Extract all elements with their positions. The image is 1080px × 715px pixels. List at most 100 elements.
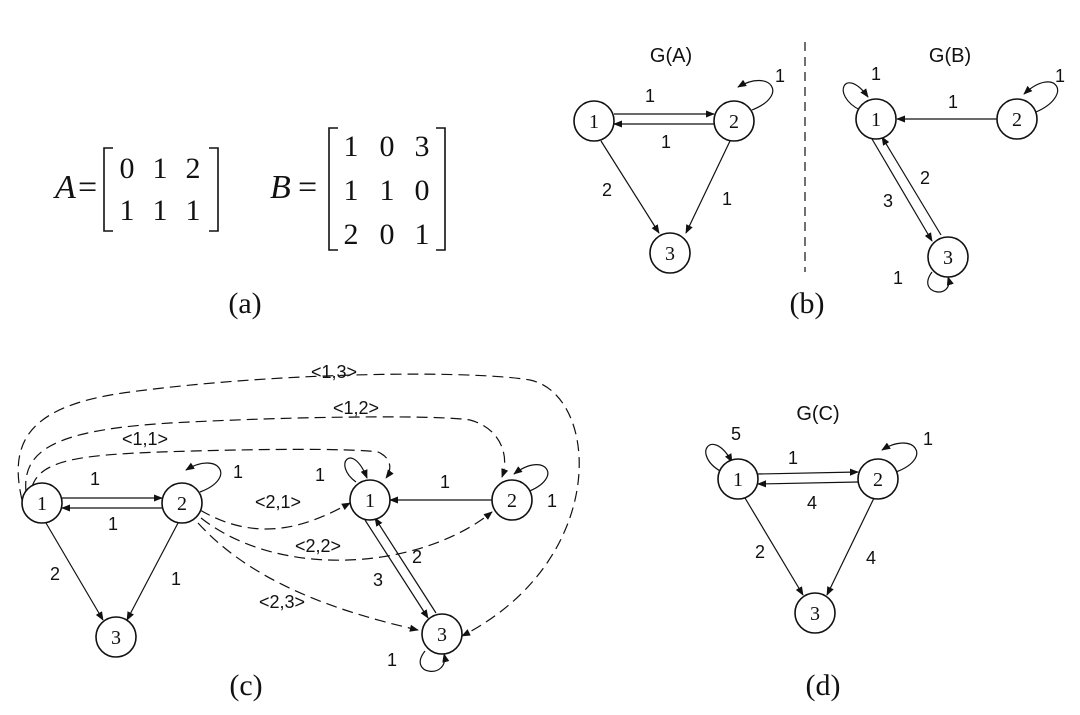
matrix-b-cells: 1 0 3 1 1 0 2 0 1	[344, 130, 430, 251]
edge-a-1-3	[600, 140, 660, 234]
graph-c-edges	[705, 442, 918, 596]
edge-label: 1	[645, 86, 655, 106]
graph-a-node-3: 3	[649, 232, 691, 274]
dashed-edge-2-3	[197, 522, 419, 632]
product-edge-label: <2,2>	[295, 536, 341, 556]
matrix-b-cell: 3	[415, 130, 430, 163]
matrix-b-cell: 1	[380, 174, 395, 207]
dashed-edge-1-1	[31, 448, 394, 488]
node-label: 2	[177, 493, 187, 515]
edge-label: 2	[602, 180, 612, 200]
edge-label: 1	[171, 569, 181, 589]
dashed-edge-1-2	[25, 416, 509, 493]
graph-a-node-1: 1	[573, 100, 615, 142]
graph-c-title: G(C)	[796, 403, 839, 425]
graph-b-nodes: 1 2 3	[855, 98, 1038, 278]
edge-label: 1	[722, 189, 732, 209]
dashed-edge-2-1	[199, 502, 351, 530]
loop-b-1	[842, 82, 869, 111]
node-label: 1	[733, 469, 743, 491]
edge-b-1-3	[871, 138, 933, 242]
edge-c-2-3	[826, 497, 875, 596]
matrix-a-name: A	[53, 169, 76, 206]
edge-label: 1	[661, 132, 671, 152]
node-label: 2	[873, 469, 883, 491]
edge-c-right-3-1	[374, 517, 437, 614]
graph-a-node-2: 2	[713, 100, 755, 142]
matrix-b-left-bracket	[328, 127, 338, 251]
graph-a-edge-labels: 1 1 1 2 1	[602, 66, 785, 209]
panel-a-caption: (a)	[228, 287, 261, 320]
edge-label: 2	[50, 564, 60, 584]
edge-label: 1	[893, 268, 903, 288]
edge-a-2-3	[685, 140, 731, 234]
product-edge-label: <2,1>	[255, 492, 301, 512]
edge-label: 1	[775, 66, 785, 86]
edge-label: 4	[866, 548, 876, 568]
graph-c-node-2: 2	[857, 458, 899, 500]
graph-c-node-1: 1	[717, 458, 759, 500]
graph-b-edges	[842, 81, 1059, 293]
matrix-b-right-bracket	[436, 127, 446, 251]
product-edge-label: <2,3>	[259, 592, 305, 612]
panel-c-right-node-1: 1	[349, 479, 391, 521]
panel-c-right-edges	[344, 457, 549, 672]
node-label: 3	[665, 243, 675, 265]
matrix-b-cell: 0	[380, 218, 395, 251]
edge-label: 1	[788, 448, 798, 468]
node-label: 2	[1012, 109, 1022, 131]
graph-c-nodes: 1 2 3	[717, 458, 899, 634]
edge-label: 1	[440, 472, 450, 492]
graph-b-node-2: 2	[996, 98, 1038, 140]
panel-c-right-node-3: 3	[421, 613, 463, 655]
node-label: 1	[589, 111, 599, 133]
matrix-a-cells: 0 1 2 1 1 1	[120, 152, 201, 227]
edge-label: 2	[412, 547, 422, 567]
panel-c-left-edges	[45, 462, 222, 621]
panel-c-left-node-3: 3	[95, 616, 137, 658]
panel-b-caption: (b)	[790, 287, 825, 320]
loop-c-2	[881, 442, 918, 473]
product-edge-label: <1,3>	[311, 362, 357, 382]
matrix-b-name: B	[270, 169, 291, 206]
loop-c-right-1	[344, 457, 368, 483]
graph-a-nodes: 1 2 3	[573, 100, 755, 274]
node-label: 3	[111, 627, 121, 649]
panel-c-left-node-1: 1	[21, 482, 63, 524]
edge-b-3-1	[881, 136, 942, 236]
edge-label: 5	[731, 424, 741, 444]
panel-c-right-node-2: 2	[491, 479, 533, 521]
edge-c-right-1-3	[364, 519, 429, 619]
graph-c-edge-labels: 5 1 4 1 2 4	[731, 424, 933, 568]
product-edge-label: <1,1>	[122, 429, 168, 449]
loop-b-2	[1023, 81, 1059, 113]
product-edge-label: <1,2>	[333, 398, 379, 418]
product-edge-labels: <1,3> <1,2> <1,1> <2,1> <2,2> <2,3>	[122, 362, 379, 612]
panel-c-right-edge-labels: 1 1 1 3 2 1	[315, 465, 557, 670]
loop-c-right-2	[513, 464, 549, 493]
matrix-b-cell: 1	[415, 218, 430, 251]
edge-c-1-3	[744, 497, 804, 596]
edge-label: 1	[547, 491, 557, 511]
edge-label: 1	[387, 650, 397, 670]
panel-d-caption: (d)	[806, 669, 841, 702]
graph-b-title: G(B)	[929, 45, 971, 67]
node-label: 3	[437, 624, 447, 646]
node-label: 2	[729, 111, 739, 133]
matrix-a-right-bracket	[209, 147, 219, 232]
panel-c-left-node-2: 2	[161, 482, 203, 524]
graph-a-edges	[600, 79, 774, 234]
loop-c-right-3	[419, 650, 450, 672]
matrix-a-cell: 0	[120, 152, 135, 185]
edge-c-left-1-3	[45, 522, 104, 621]
matrix-b-cell: 2	[344, 218, 359, 251]
graph-b-node-3: 3	[927, 236, 969, 278]
matrix-a-cell: 2	[186, 152, 201, 185]
matrix-a-left-bracket	[103, 147, 113, 232]
equals-sign: =	[78, 169, 97, 206]
edge-label: 1	[233, 462, 243, 482]
edge-label: 1	[90, 469, 100, 489]
panel-c-left-nodes: 1 2 3	[21, 482, 203, 658]
edge-label: 1	[108, 514, 118, 534]
